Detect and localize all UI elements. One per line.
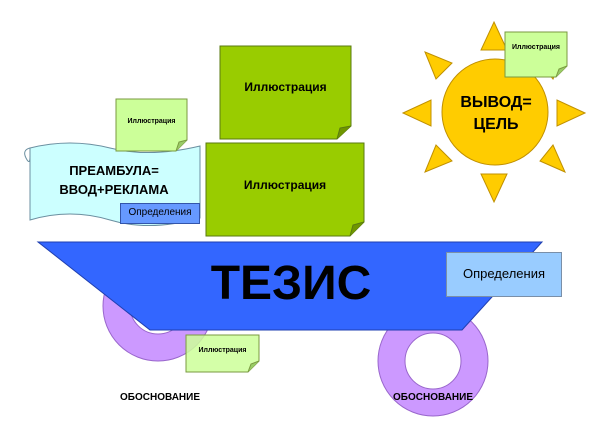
illustration-note-bottom-label: Иллюстрация — [243, 178, 327, 192]
definitions-box-small-label: Определения — [128, 207, 192, 218]
sun-illustration-label: Иллюстрация — [512, 44, 560, 51]
illustration-note-small-label: Иллюстрация — [127, 118, 176, 125]
justification-right-label: ОБОСНОВАНИЕ — [393, 392, 473, 403]
thesis-label: ТЕЗИС — [210, 257, 372, 310]
preamble-line1: ПРЕАМБУЛА= — [69, 163, 159, 178]
illustration-note-wheel-label: Иллюстрация — [198, 347, 247, 354]
sun-line1: ВЫВОД= — [460, 94, 532, 111]
definitions-box-right-label: Определения — [462, 266, 545, 281]
definitions-box-small — [120, 203, 200, 224]
preamble-line2: ВВОД+РЕКЛАМА — [59, 182, 169, 197]
definitions-box-right — [446, 252, 562, 297]
sun-line2: ЦЕЛЬ — [473, 116, 519, 133]
illustration-note-top-label: Иллюстрация — [244, 80, 327, 94]
justification-left-label: ОБОСНОВАНИЕ — [120, 392, 200, 403]
